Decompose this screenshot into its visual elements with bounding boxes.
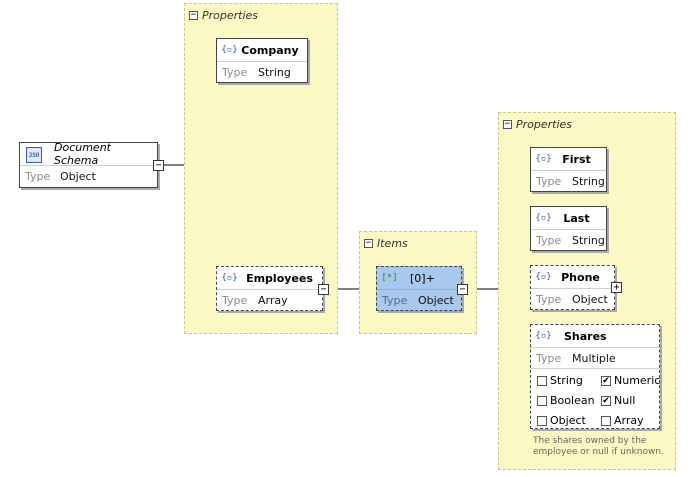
type-value: Array: [258, 294, 288, 307]
type-label: Type: [222, 294, 248, 307]
collapse-icon[interactable]: −: [503, 118, 512, 129]
shares-node[interactable]: {▫} Shares Type Multiple String ✔ Numeri…: [530, 324, 660, 429]
object-property-icon: {▫}: [535, 212, 552, 223]
employees-node[interactable]: {▫} Employees Type Array −: [216, 266, 329, 311]
type-value: Multiple: [572, 352, 616, 365]
expand-icon[interactable]: +: [611, 282, 622, 293]
null-checkbox[interactable]: ✔: [601, 396, 611, 406]
node-header: [*] [0]+: [377, 267, 461, 290]
array-item-icon: [*]: [381, 272, 398, 283]
node-header: {▫} Company: [217, 39, 307, 62]
object-property-icon: {▫}: [535, 153, 552, 164]
node-header: {▫} Phone: [531, 266, 614, 289]
type-label: Type: [382, 294, 408, 307]
phone-node[interactable]: {▫} Phone Type Object +: [530, 265, 622, 310]
type-label: Type: [536, 352, 562, 365]
shares-description: The shares owned by the employee or null…: [533, 436, 664, 457]
company-node[interactable]: {▫} Company Type String: [216, 38, 308, 83]
type-value: Object: [572, 293, 608, 306]
items-name: [0]+: [410, 271, 435, 285]
numeric-checkbox-label: Numeric: [614, 374, 661, 387]
object-property-icon: {▫}: [221, 44, 238, 55]
collapse-icon[interactable]: −: [153, 160, 164, 171]
object-property-icon: {▫}: [535, 271, 552, 282]
last-node[interactable]: {▫} Last Type String: [530, 206, 607, 251]
properties-group-header: − Properties: [189, 8, 258, 22]
type-label: Type: [536, 175, 562, 188]
node-header: JSO Document Schema: [20, 141, 157, 167]
string-checkbox-label: String: [550, 374, 583, 387]
collapse-icon[interactable]: −: [364, 237, 373, 248]
shares-name: Shares: [564, 329, 607, 343]
last-name: Last: [563, 211, 590, 225]
employees-name: Employees: [246, 271, 313, 285]
employee-properties-group-title: Properties: [516, 117, 573, 131]
phone-name: Phone: [561, 270, 600, 284]
boolean-checkbox-label: Boolean: [550, 394, 595, 407]
type-label: Type: [536, 234, 562, 247]
object-property-icon: {▫}: [221, 272, 238, 283]
array-checkbox-label: Array: [614, 414, 644, 427]
null-checkbox-label: Null: [614, 394, 636, 407]
object-checkbox-label: Object: [550, 414, 586, 427]
object-checkbox[interactable]: [537, 416, 547, 426]
items-group-header: − Items: [364, 236, 408, 250]
array-checkbox[interactable]: [601, 416, 611, 426]
type-label: Type: [25, 170, 51, 183]
numeric-checkbox[interactable]: ✔: [601, 376, 611, 386]
shares-type-options: String ✔ Numeric Boolean ✔ Null Object A…: [531, 368, 661, 429]
type-value: String: [258, 66, 291, 79]
type-value: Object: [60, 170, 96, 183]
json-document-icon: JSO: [26, 147, 42, 163]
type-value: String: [572, 234, 605, 247]
properties-group-title: Properties: [202, 8, 259, 22]
node-header: {▫} First: [531, 148, 606, 171]
document-schema-title: Document Schema: [54, 141, 111, 167]
type-label: Type: [222, 66, 248, 79]
company-name: Company: [241, 43, 299, 57]
items-node[interactable]: [*] [0]+ Type Object −: [376, 266, 468, 311]
document-schema-node[interactable]: JSO Document Schema Type Object −: [19, 141, 164, 188]
node-header: {▫} Employees: [217, 267, 322, 290]
type-label: Type: [536, 293, 562, 306]
type-value: Object: [418, 294, 454, 307]
collapse-icon[interactable]: −: [318, 284, 329, 295]
employee-properties-group-header: − Properties: [503, 117, 572, 131]
node-header: {▫} Shares: [531, 325, 659, 348]
object-property-icon: {▫}: [535, 330, 552, 341]
node-header: {▫} Last: [531, 207, 606, 230]
type-value: String: [572, 175, 605, 188]
first-name: First: [562, 152, 591, 166]
string-checkbox[interactable]: [537, 376, 547, 386]
items-group-title: Items: [377, 236, 408, 250]
first-node[interactable]: {▫} First Type String: [530, 147, 607, 192]
collapse-icon[interactable]: −: [457, 284, 468, 295]
collapse-icon[interactable]: −: [189, 9, 198, 20]
boolean-checkbox[interactable]: [537, 396, 547, 406]
